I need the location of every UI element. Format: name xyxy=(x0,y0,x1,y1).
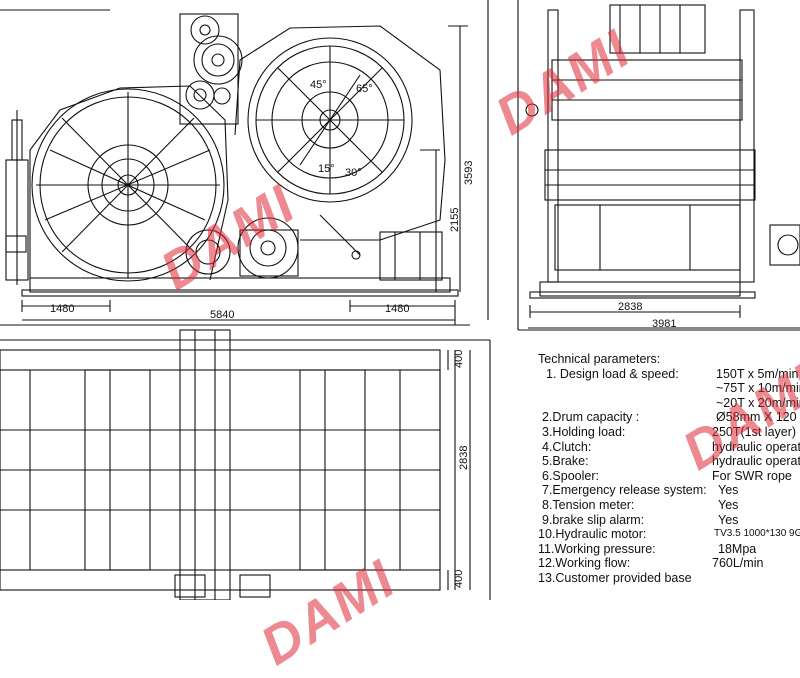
parameter-row: 6.Spooler: For SWR rope xyxy=(538,469,800,484)
parameter-value: Yes xyxy=(718,483,739,498)
parameter-row: 3.Holding load: 250T(1st layer) xyxy=(538,425,800,440)
parameter-row: 1. Design load & speed: 150T x 5m/min xyxy=(538,367,800,382)
drawing-sheet: 3593 2155 1480 1480 5840 15° 30° 45° 65°… xyxy=(0,0,800,601)
parameter-value: 760L/min xyxy=(712,556,764,571)
dim-top-gap: 400 xyxy=(453,350,465,368)
parameter-value: For SWR rope xyxy=(712,468,792,483)
dim-angle-d: 65° xyxy=(356,83,373,95)
parameters-heading-row: Technical parameters: xyxy=(538,352,800,367)
parameter-row: 11.Working pressure: 18Mpa xyxy=(538,542,800,557)
parameter-label: 4.Clutch: xyxy=(542,439,592,454)
parameter-row: 7.Emergency release system: Yes xyxy=(538,483,800,498)
dim-angle-b: 30° xyxy=(345,167,362,179)
parameter-label: 12.Working flow: xyxy=(538,556,631,571)
parameter-row: 4.Clutch: hydraulic operated xyxy=(538,440,800,455)
parameter-value: 150T x 5m/min xyxy=(716,366,799,381)
parameter-value: 18Mpa xyxy=(718,541,757,556)
dim-overall-width: 3981 xyxy=(652,318,676,330)
dim-mid-height: 2155 xyxy=(449,208,461,232)
dim-angle-c: 45° xyxy=(310,79,327,91)
parameter-row: ~75T x 10m/min xyxy=(538,381,800,396)
dim-bottom-gap: 400 xyxy=(453,570,465,588)
engineering-drawing: 3593 2155 1480 1480 5840 15° 30° 45° 65°… xyxy=(0,0,800,601)
parameter-value: hydraulic operated xyxy=(712,439,800,454)
parameter-value: hydraulic operated xyxy=(712,454,800,469)
dim-overall-height: 3593 xyxy=(463,161,475,185)
parameter-row: ~20T x 20m/min xyxy=(538,396,800,411)
parameter-value: 250T(1st layer) xyxy=(712,424,797,439)
parameter-label: 11.Working pressure: xyxy=(538,541,656,556)
parameter-value: Yes xyxy=(718,497,739,512)
dim-angle-a: 15° xyxy=(318,163,335,175)
parameter-label: 2.Drum capacity : xyxy=(542,410,640,425)
dim-right-offset: 1480 xyxy=(385,303,409,315)
parameter-label: 1. Design load & speed: xyxy=(546,366,679,381)
dim-overall-depth: 2838 xyxy=(458,446,470,470)
parameters-heading: Technical parameters: xyxy=(538,352,661,366)
parameter-label: 13.Customer provided base xyxy=(538,570,692,585)
parameter-value: ~20T x 20m/min xyxy=(716,395,800,410)
parameter-value: TV3.5 1000*130 9G xyxy=(714,528,800,540)
top-view xyxy=(0,329,491,601)
parameter-row: 12.Working flow: 760L/min xyxy=(538,556,800,571)
parameter-row: 10.Hydraulic motor: TV3.5 1000*130 9G xyxy=(538,527,800,542)
parameter-row: 13.Customer provided base xyxy=(538,571,800,586)
parameter-row: 5.Brake: hydraulic operated xyxy=(538,454,800,469)
parameter-label: 7.Emergency release system: xyxy=(542,483,707,498)
parameter-row: 9.brake slip alarm: Yes xyxy=(538,513,800,528)
parameter-value: Yes xyxy=(718,512,739,527)
parameter-label: 10.Hydraulic motor: xyxy=(538,527,647,542)
parameter-label: 9.brake slip alarm: xyxy=(542,512,645,527)
front-view xyxy=(0,0,489,326)
parameter-label: 5.Brake: xyxy=(542,454,589,469)
parameter-label: 8.Tension meter: xyxy=(542,497,635,512)
parameter-label: 3.Holding load: xyxy=(542,424,626,439)
dim-left-offset: 1480 xyxy=(50,303,74,315)
technical-parameters: Technical parameters: 1. Design load & s… xyxy=(538,352,800,600)
side-view xyxy=(517,0,800,331)
parameter-label: 6.Spooler: xyxy=(542,468,599,483)
parameter-row: 8.Tension meter: Yes xyxy=(538,498,800,513)
dim-base-width: 2838 xyxy=(618,301,642,313)
parameter-row: 2.Drum capacity : Ø58mm X 120 xyxy=(538,410,800,425)
parameter-value: Ø58mm X 120 xyxy=(716,410,797,425)
dim-overall-length: 5840 xyxy=(210,309,234,321)
parameter-value: ~75T x 10m/min xyxy=(716,381,800,396)
